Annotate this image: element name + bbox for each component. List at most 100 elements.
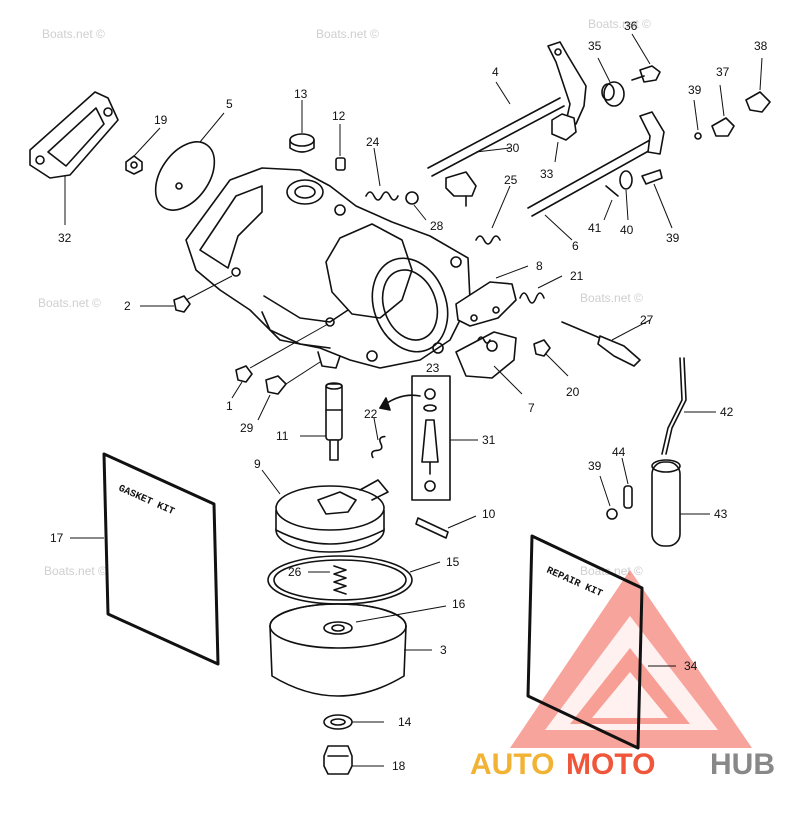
part-17-gasket-kit-card: GASKET KIT bbox=[70, 452, 220, 666]
callout: 32 bbox=[58, 231, 72, 245]
callout: 44 bbox=[612, 445, 626, 459]
callout: 5 bbox=[226, 97, 233, 111]
callout: 12 bbox=[332, 109, 346, 123]
callout: 19 bbox=[154, 113, 168, 127]
part-14-washer bbox=[323, 714, 384, 730]
callout: 23 bbox=[426, 361, 440, 375]
part-24-spring bbox=[365, 147, 399, 201]
watermark: Boats.net © bbox=[42, 27, 105, 41]
part-6-shaft bbox=[527, 111, 665, 241]
callout: 42 bbox=[720, 405, 734, 419]
callout: 37 bbox=[716, 65, 730, 79]
callout: 39 bbox=[666, 231, 680, 245]
part-10-pin bbox=[415, 515, 477, 539]
automotohub-logo-triangle bbox=[510, 570, 752, 748]
part-2-screw bbox=[140, 275, 233, 313]
logo-moto-text: MOTO bbox=[566, 748, 655, 781]
callout: 26 bbox=[288, 565, 302, 579]
callout: 14 bbox=[398, 715, 412, 729]
callout: 41 bbox=[588, 221, 602, 235]
callout: 21 bbox=[570, 269, 584, 283]
part-1-screw bbox=[231, 323, 329, 399]
callout: 39 bbox=[588, 459, 602, 473]
watermark: Boats.net © bbox=[588, 17, 651, 31]
callout: 38 bbox=[754, 39, 768, 53]
part-20-screw bbox=[533, 339, 569, 377]
part-36-screw bbox=[631, 33, 661, 83]
callout: 43 bbox=[714, 507, 728, 521]
part-32-gasket bbox=[29, 91, 119, 225]
part-4-shaft bbox=[427, 41, 587, 177]
part-25-spring bbox=[475, 185, 511, 245]
callout: 16 bbox=[452, 597, 466, 611]
part-39-washer-bottom bbox=[599, 475, 618, 520]
callout: 29 bbox=[240, 421, 254, 435]
callout: 31 bbox=[482, 433, 496, 447]
part-13-cap bbox=[289, 100, 315, 153]
part-5-plate bbox=[154, 112, 225, 211]
part-37-screw bbox=[711, 84, 735, 137]
part-23-spring bbox=[477, 336, 491, 344]
part-15-gasket-ring bbox=[267, 555, 441, 605]
watermark: Boats.net © bbox=[316, 27, 379, 41]
callout: 25 bbox=[504, 173, 518, 187]
part-11-nozzle bbox=[300, 382, 343, 461]
part-8-plate bbox=[455, 265, 529, 327]
part-43-float bbox=[651, 459, 710, 547]
callout: 13 bbox=[294, 87, 308, 101]
watermark: Boats.net © bbox=[580, 291, 643, 305]
callout: 11 bbox=[276, 429, 289, 443]
part-28-screw bbox=[405, 191, 427, 221]
callout: 27 bbox=[640, 313, 654, 327]
part-26-spring bbox=[308, 565, 347, 595]
part-29-screw bbox=[257, 361, 321, 421]
callout: 28 bbox=[430, 219, 444, 233]
callout: 36 bbox=[624, 19, 638, 33]
part-7-plate bbox=[455, 331, 523, 395]
callout: 2 bbox=[124, 299, 131, 313]
part-9-float bbox=[261, 469, 389, 553]
automotohub-logo: AUTO MOTO HUB bbox=[470, 748, 775, 781]
watermarks: Boats.net © Boats.net © Boats.net © Boat… bbox=[38, 17, 651, 578]
callout: 22 bbox=[364, 407, 378, 421]
part-18-plug bbox=[323, 745, 384, 775]
callout: 15 bbox=[446, 555, 460, 569]
part-33-nut bbox=[551, 113, 577, 163]
part-38-screw bbox=[745, 57, 771, 113]
part-39-clip-right bbox=[641, 169, 673, 229]
callout: 33 bbox=[540, 167, 554, 181]
part-22-spring bbox=[371, 394, 421, 459]
part-40-washer bbox=[619, 170, 633, 221]
part-42-arm bbox=[661, 357, 716, 455]
callout: 20 bbox=[566, 385, 580, 399]
part-12-jet bbox=[335, 124, 346, 171]
callout: 24 bbox=[366, 135, 380, 149]
callout: 17 bbox=[50, 531, 64, 545]
callout: 3 bbox=[440, 643, 447, 657]
part-19-screw bbox=[125, 127, 161, 175]
callout: 1 bbox=[226, 399, 233, 413]
logo-auto-text: AUTO bbox=[470, 748, 554, 781]
callout: 18 bbox=[392, 759, 406, 773]
callout: 39 bbox=[688, 83, 702, 97]
callout: 8 bbox=[536, 259, 543, 273]
part-35-bushing bbox=[597, 57, 625, 107]
part-31-needle-valve-kit bbox=[411, 375, 478, 501]
callout: 9 bbox=[254, 457, 261, 471]
part-39-washer-top bbox=[693, 99, 702, 140]
callout: 4 bbox=[492, 65, 499, 79]
callout: 40 bbox=[620, 223, 634, 237]
callout-labels: 1 2 3 4 5 6 7 8 9 10 11 12 13 14 15 16 1… bbox=[50, 19, 768, 773]
part-30-fitting bbox=[445, 147, 511, 207]
callout: 35 bbox=[588, 39, 602, 53]
callout: 34 bbox=[684, 659, 698, 673]
part-21-spring bbox=[519, 275, 563, 304]
part-27-needle bbox=[561, 319, 651, 367]
watermark: Boats.net © bbox=[44, 564, 107, 578]
part-44-pin bbox=[621, 457, 633, 509]
callout: 6 bbox=[572, 239, 579, 253]
callout: 7 bbox=[528, 401, 535, 415]
watermark: Boats.net © bbox=[38, 296, 101, 310]
logo-hub-text: HUB bbox=[710, 748, 775, 781]
